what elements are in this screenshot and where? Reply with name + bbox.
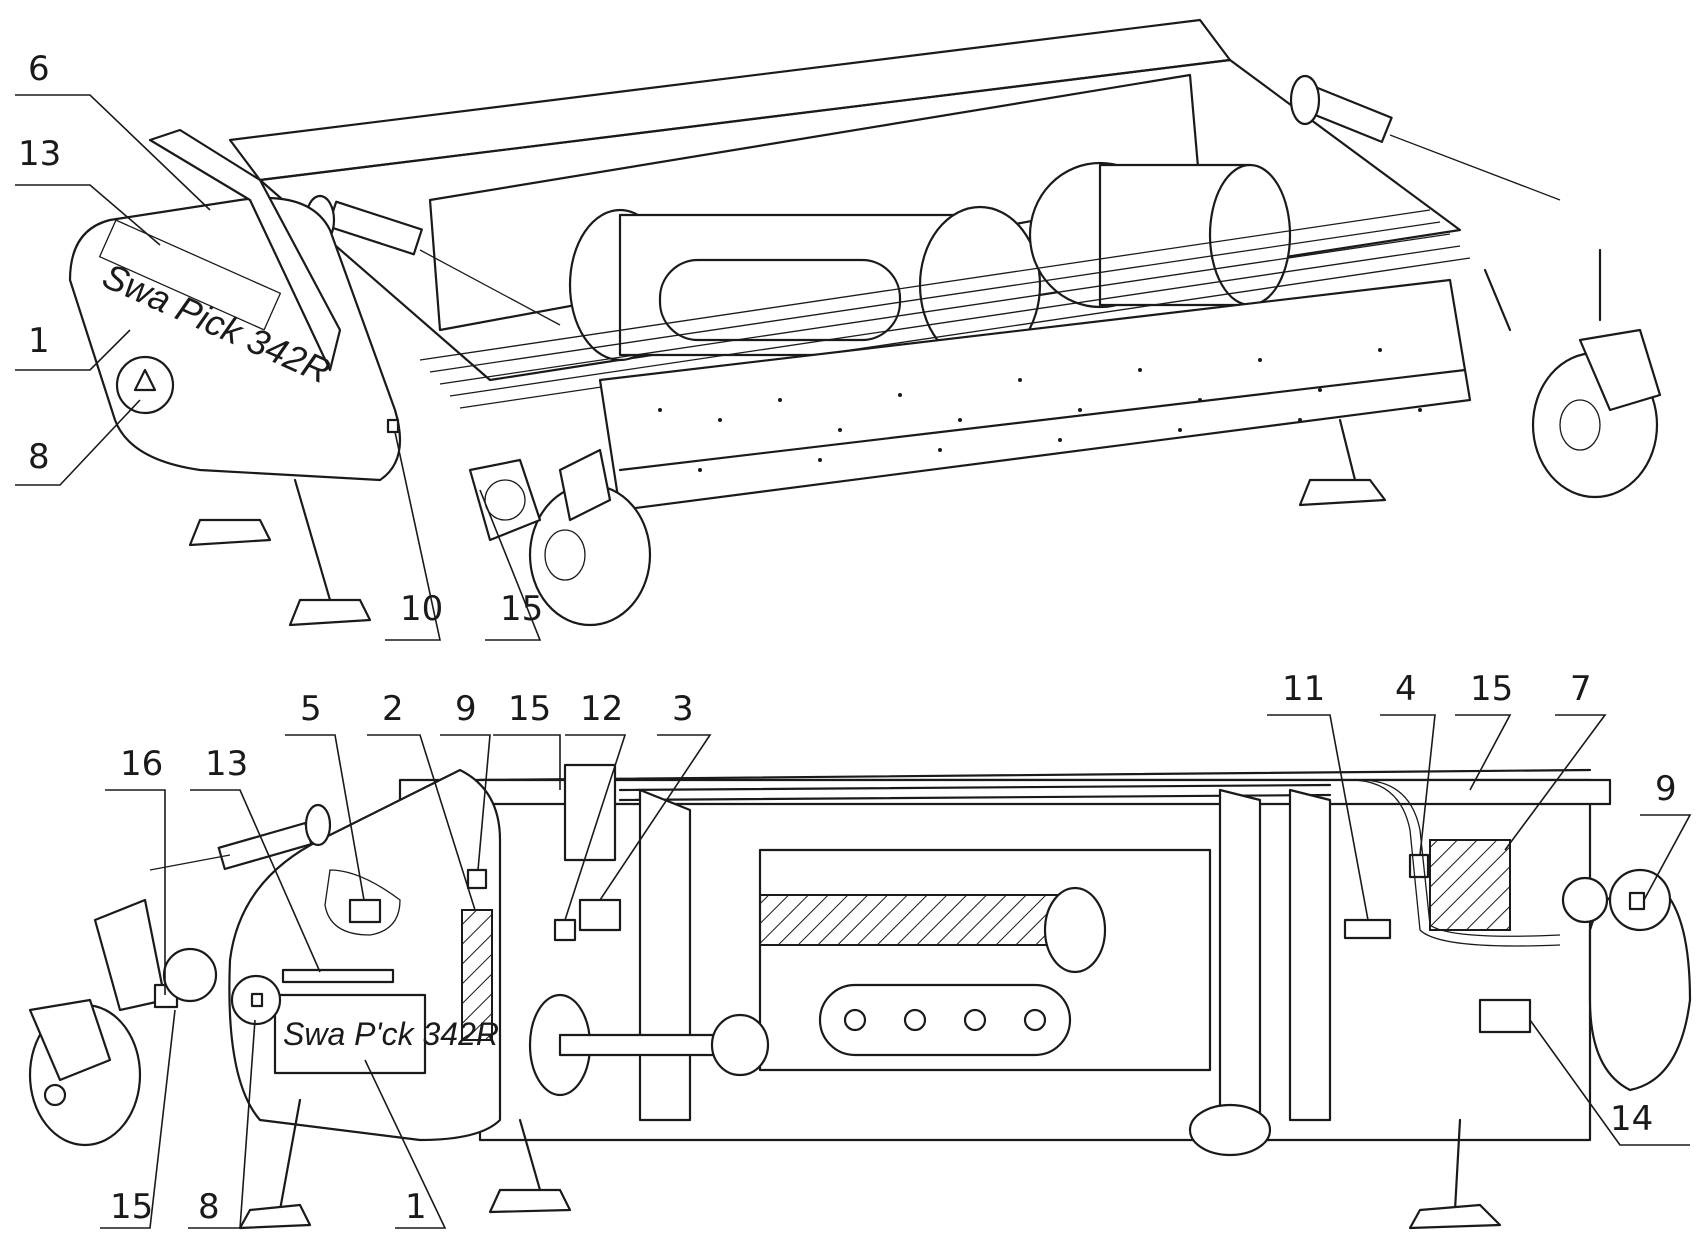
bottom-callout-15b: 15 <box>1470 669 1513 709</box>
cylinder-left <box>327 200 423 256</box>
bottom-callout-9a: 9 <box>455 689 477 729</box>
top-stand-right <box>1298 478 1387 507</box>
bottom-callout-15c: 15 <box>110 1187 153 1227</box>
bottom-stand-right <box>1408 1203 1502 1230</box>
left-hatch-strip <box>461 909 493 1041</box>
bottom-callout-7: 7 <box>1570 669 1592 709</box>
bottom-callout-8: 8 <box>198 1187 220 1227</box>
bottom-callout-14: 14 <box>1610 1099 1653 1139</box>
top-callouts: 6 13 1 8 10 15 <box>15 49 543 641</box>
bottom-model-plate <box>273 993 427 1075</box>
top-view: Swa Pick 342R <box>68 18 1662 627</box>
bottom-callout-1: 1 <box>405 1187 427 1227</box>
housing-decal <box>98 219 282 331</box>
bottom-callout-15a: 15 <box>508 689 551 729</box>
bottom-callout-16: 16 <box>120 744 163 784</box>
auger-hatch <box>759 894 1061 946</box>
bottom-view: Swa P'ck 342R <box>28 763 1692 1230</box>
bottom-callout-5: 5 <box>300 689 322 729</box>
bottom-callout-3: 3 <box>672 689 694 729</box>
bottom-callout-2: 2 <box>382 689 404 729</box>
bottom-callout-4: 4 <box>1395 669 1417 709</box>
auger-slot <box>818 983 1072 1057</box>
bottom-callouts: 16 13 5 2 9 15 12 3 11 4 15 7 9 14 15 8 … <box>100 669 1692 1229</box>
top-stand-left <box>188 518 272 547</box>
bottom-callout-9b: 9 <box>1655 769 1677 809</box>
bottom-left-housing <box>228 768 502 1142</box>
right-hatch-panel <box>1429 839 1511 931</box>
top-callout-8: 8 <box>28 437 50 477</box>
inspection-window <box>658 258 902 342</box>
drive-plate <box>468 458 542 542</box>
top-callout-6: 6 <box>28 49 50 89</box>
bottom-callout-13: 13 <box>205 744 248 784</box>
bottom-callout-11: 11 <box>1282 669 1325 709</box>
top-callout-13: 13 <box>18 134 61 174</box>
bottom-callout-12: 12 <box>580 689 623 729</box>
label-plate-5 <box>348 898 382 924</box>
guard-rods <box>419 209 1471 409</box>
bottom-model-label: Swa P'ck 342R <box>283 1016 499 1052</box>
top-callout-1: 1 <box>28 321 50 361</box>
bottom-stand-left <box>238 1203 312 1230</box>
pickup-drum <box>598 278 1472 512</box>
